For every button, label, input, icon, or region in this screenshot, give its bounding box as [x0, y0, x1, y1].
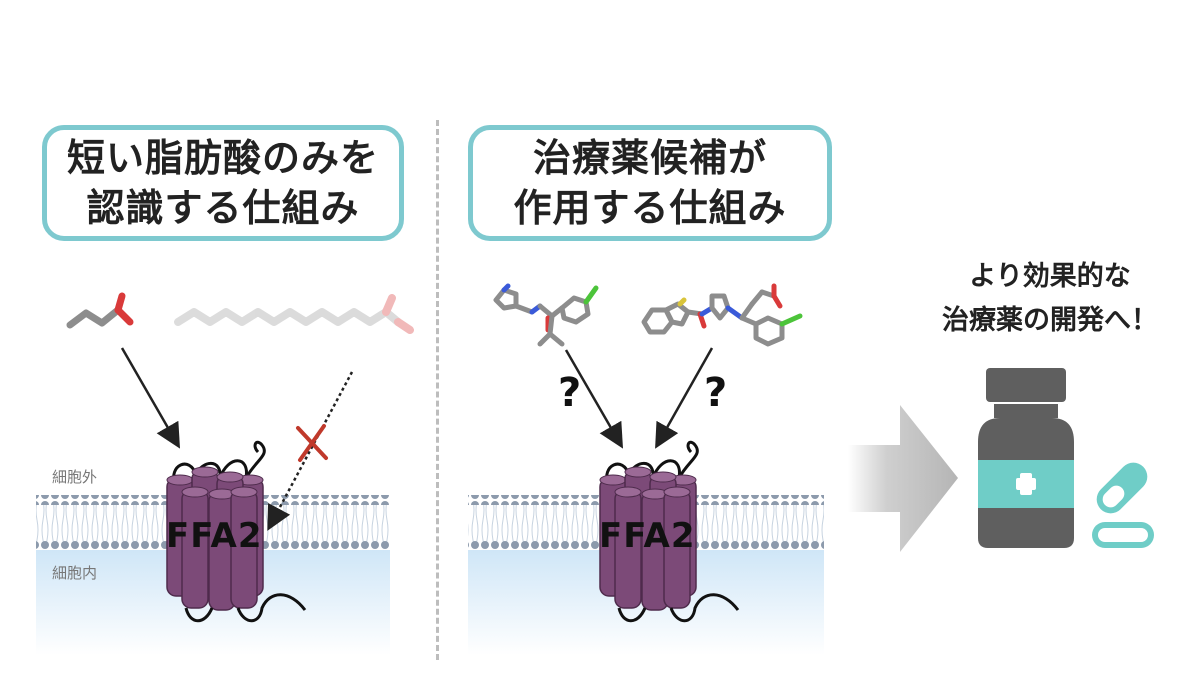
left-title-line2: 認識する仕組み — [86, 186, 360, 230]
binding-arrow-2 — [655, 347, 714, 449]
intracellular-label: 細胞内 — [52, 564, 98, 582]
panel-divider — [436, 120, 439, 660]
blocked-arrow — [267, 371, 354, 531]
binding-arrow — [120, 347, 180, 449]
left-title-line1: 短い脂肪酸のみを — [66, 136, 379, 180]
ffa2-receptor-left — [166, 440, 307, 623]
ffa2-label-left: FFA2 — [166, 516, 263, 556]
capsule-icon — [1092, 462, 1154, 548]
right-title-box: 治療薬候補が 作用する仕組み — [468, 125, 832, 241]
inhibit-cross-icon — [296, 424, 328, 462]
conclusion-text: より効果的な 治療薬の開発へ！ — [900, 255, 1200, 343]
right-title-line1: 治療薬候補が — [532, 136, 767, 180]
left-title-box: 短い脂肪酸のみを 認識する仕組み — [42, 125, 404, 241]
conclusion-line1: より効果的な — [969, 261, 1131, 292]
right-title-line2: 作用する仕組み — [513, 186, 787, 230]
long-fatty-acid-molecule — [174, 294, 414, 334]
medicine-bottle-icon — [978, 368, 1074, 548]
conclusion-line2: 治療薬の開発へ！ — [942, 305, 1158, 336]
plus-icon — [1016, 473, 1036, 495]
drug-candidate-molecule-2 — [641, 283, 803, 347]
short-fatty-acid-molecule — [66, 292, 134, 329]
ffa2-label-right: FFA2 — [599, 516, 696, 556]
extracellular-label: 細胞外 — [52, 468, 98, 486]
question-mark-left: ? — [558, 370, 582, 416]
question-mark-right: ? — [704, 370, 728, 416]
progress-arrow — [848, 405, 958, 552]
ffa2-receptor-right — [599, 440, 740, 623]
binding-arrow-1 — [564, 349, 624, 449]
drug-candidate-molecule-1 — [493, 283, 599, 347]
